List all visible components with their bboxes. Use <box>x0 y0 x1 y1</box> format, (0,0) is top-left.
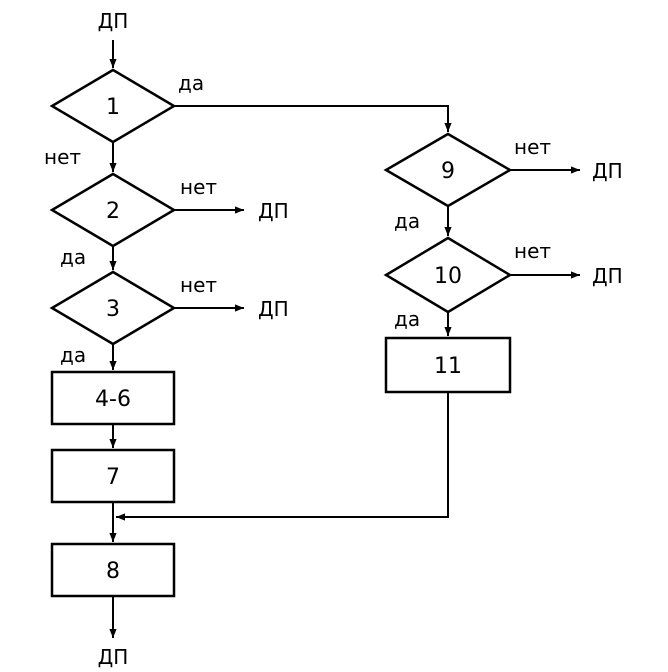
decision-9-yes-label: да <box>394 209 420 233</box>
decision-3-yes-label: да <box>60 343 86 367</box>
decision-3-no-target: ДП <box>258 297 289 321</box>
process-4-6-label: 4-6 <box>95 387 131 412</box>
decision-2-no-target: ДП <box>258 199 289 223</box>
decision-3-no-label: нет <box>180 273 217 297</box>
decision-1-no-label: нет <box>44 145 81 169</box>
decision-10-no-target: ДП <box>592 264 623 288</box>
decision-3-label: 3 <box>106 297 120 322</box>
edge-1-yes-to-9 <box>174 105 452 132</box>
decision-1-yes-label: да <box>178 71 204 95</box>
decision-2-no-label: нет <box>180 175 217 199</box>
edge-11-to-8-merge <box>116 392 449 521</box>
decision-10-label: 10 <box>434 264 462 289</box>
process-11-label: 11 <box>434 354 462 379</box>
decision-9-label: 9 <box>441 159 455 184</box>
decision-2-label: 2 <box>106 199 120 224</box>
exit-label: ДП <box>98 645 129 669</box>
decision-9-no-target: ДП <box>592 159 623 183</box>
process-7 <box>50 448 176 504</box>
process-7-label: 7 <box>106 465 120 490</box>
decision-10-yes-label: да <box>394 307 420 331</box>
process-11 <box>384 336 512 394</box>
decision-9-no-label: нет <box>514 135 551 159</box>
decision-10-no-label: нет <box>514 239 551 263</box>
entry-label: ДП <box>98 9 129 33</box>
decision-2-yes-label: да <box>60 245 86 269</box>
decision-1-label: 1 <box>106 95 120 120</box>
process-8-label: 8 <box>106 559 120 584</box>
